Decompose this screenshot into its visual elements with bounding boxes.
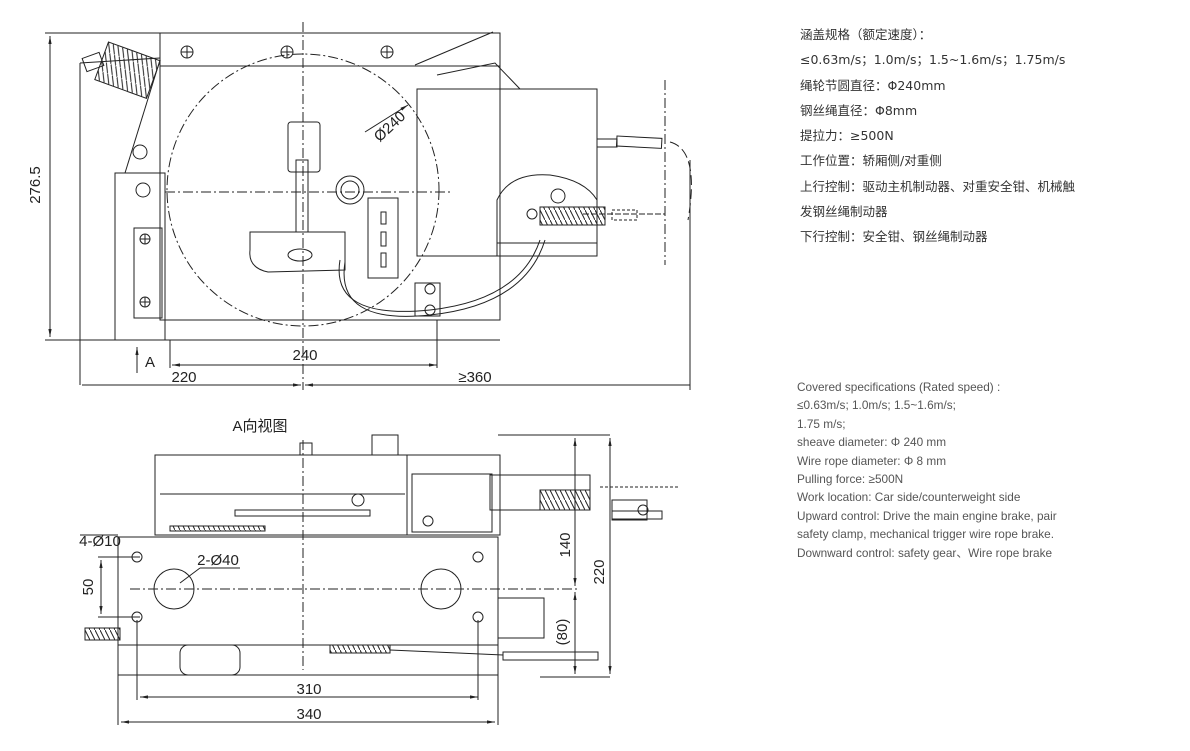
spec-line: 涵盖规格（额定速度）： [800, 27, 932, 42]
dim-left-offset: 220 [171, 369, 196, 386]
spec-line: Work location: Car side/counterweight si… [797, 490, 1021, 505]
a-view-upper-housing [154, 454, 408, 536]
spec-line: safety clamp, mechanical trigger wire ro… [797, 527, 1055, 542]
spec-line: 1.75 m/s; [797, 416, 846, 431]
switch-block [367, 197, 399, 279]
specs-english: Covered specifications (Rated speed) : ≤… [797, 378, 1057, 562]
dim-large-holes: 2-Ø40 [197, 552, 239, 569]
dim-hole-spacing: 50 [80, 579, 97, 596]
spec-line: ≤0.63m/s；1.0m/s；1.5~1.6m/s；1.75m/s [800, 52, 1066, 68]
spec-line: Upward control: Drive the main engine br… [797, 508, 1057, 523]
spec-line: Wire rope diameter: Φ 8 mm [797, 453, 947, 468]
spring-icon [81, 41, 161, 100]
top-view-dimensions [45, 32, 691, 390]
right-box [416, 88, 598, 257]
view-marker: A [145, 354, 155, 371]
spec-line: 钢丝绳直径：Φ8mm [800, 102, 918, 118]
dim-center-width: 240 [292, 347, 317, 364]
top-view-housing [159, 32, 501, 321]
dim-lower-height: (80) [554, 619, 571, 646]
spec-line: 下行控制：安全钳、钢丝绳制动器 [800, 229, 988, 245]
sheave-circle [166, 53, 440, 327]
screw-icons [132, 45, 394, 308]
dim-total-width: 340 [296, 706, 321, 723]
spec-line: Downward control: safety gear、Wire rope … [797, 545, 1053, 560]
a-view [84, 434, 680, 676]
dim-total-height: 220 [591, 559, 608, 584]
dim-mount-holes: 4-Ø10 [79, 533, 121, 550]
spec-line: 发钢丝绳制动器 [800, 204, 888, 220]
spec-line: 绳轮节圆直径：Φ240mm [800, 77, 946, 93]
a-view-dimensions [80, 434, 612, 725]
spec-line: Covered specifications (Rated speed) : [797, 380, 1001, 394]
side-bracket [114, 172, 166, 341]
spec-line: Pulling force: ≥500N [797, 472, 904, 487]
spec-line: ≤0.63m/s; 1.0m/s; 1.5~1.6m/s; [797, 398, 956, 413]
top-view [45, 22, 692, 390]
dim-upper-height: 140 [557, 532, 574, 557]
a-view-base-plate [117, 536, 499, 646]
dim-sheave-diameter: Ø240 [371, 108, 409, 145]
spec-line: sheave diameter: Φ 240 mm [797, 435, 947, 450]
dim-height: 276.5 [27, 166, 44, 204]
spec-line: 上行控制：驱动主机制动器、对重安全钳、机械触 [800, 178, 1076, 194]
spec-line: 工作位置：轿厢侧/对重侧 [800, 153, 942, 169]
specs-chinese: 涵盖规格（额定速度）： ≤0.63m/s；1.0m/s；1.5~1.6m/s；1… [800, 22, 1075, 250]
dim-hole-span: 310 [296, 681, 321, 698]
dim-right-min: ≥360 [458, 369, 491, 386]
spec-line: 提拉力：≥500N [800, 128, 894, 144]
a-view-title: A向视图 [232, 418, 287, 435]
